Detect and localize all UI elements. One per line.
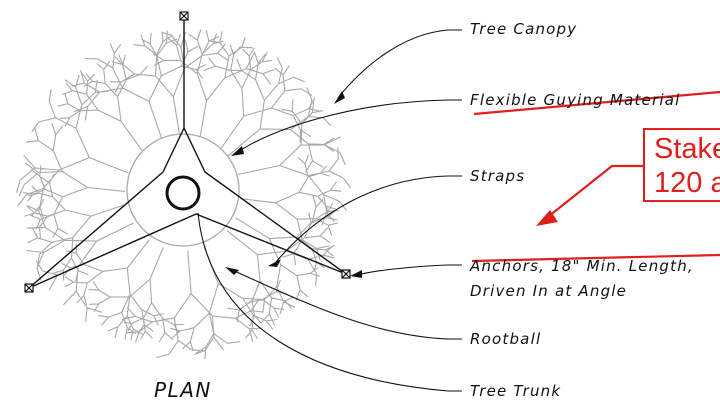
markup-text-line1: Stake	[654, 133, 720, 165]
anchor-right-icon	[341, 269, 351, 279]
canopy-branch-lines	[15, 29, 352, 360]
markup-box	[643, 128, 720, 202]
guy-wires	[28, 18, 347, 289]
callout-flexible-guying: Flexible Guying Material	[470, 91, 681, 109]
strike-line-anchors	[471, 253, 720, 263]
callout-tree-canopy: Tree Canopy	[470, 20, 578, 38]
strike-line-flexible	[473, 90, 720, 116]
callout-tree-trunk: Tree Trunk	[470, 382, 562, 400]
leader-arrowheads	[225, 91, 362, 278]
plan-label: PLAN	[154, 378, 212, 402]
anchor-top-icon	[179, 11, 189, 21]
markup-text: Stake 120 a	[654, 132, 720, 200]
callout-anchors-line2: Driven In at Angle	[470, 282, 628, 300]
tree-trunk-circle	[165, 175, 201, 211]
markup-text-line2: 120 a	[654, 167, 720, 199]
markup-arrowhead	[536, 210, 558, 226]
leader-lines	[197, 29, 643, 392]
rootball-circle	[126, 133, 240, 247]
callout-rootball: Rootball	[470, 330, 542, 348]
markup-arrow-line	[543, 164, 643, 221]
anchor-left-icon	[24, 283, 34, 293]
tree-canopy-branches	[15, 29, 352, 360]
callout-straps: Straps	[470, 167, 526, 185]
callout-anchors: Anchors, 18" Min. Length,	[470, 257, 694, 275]
